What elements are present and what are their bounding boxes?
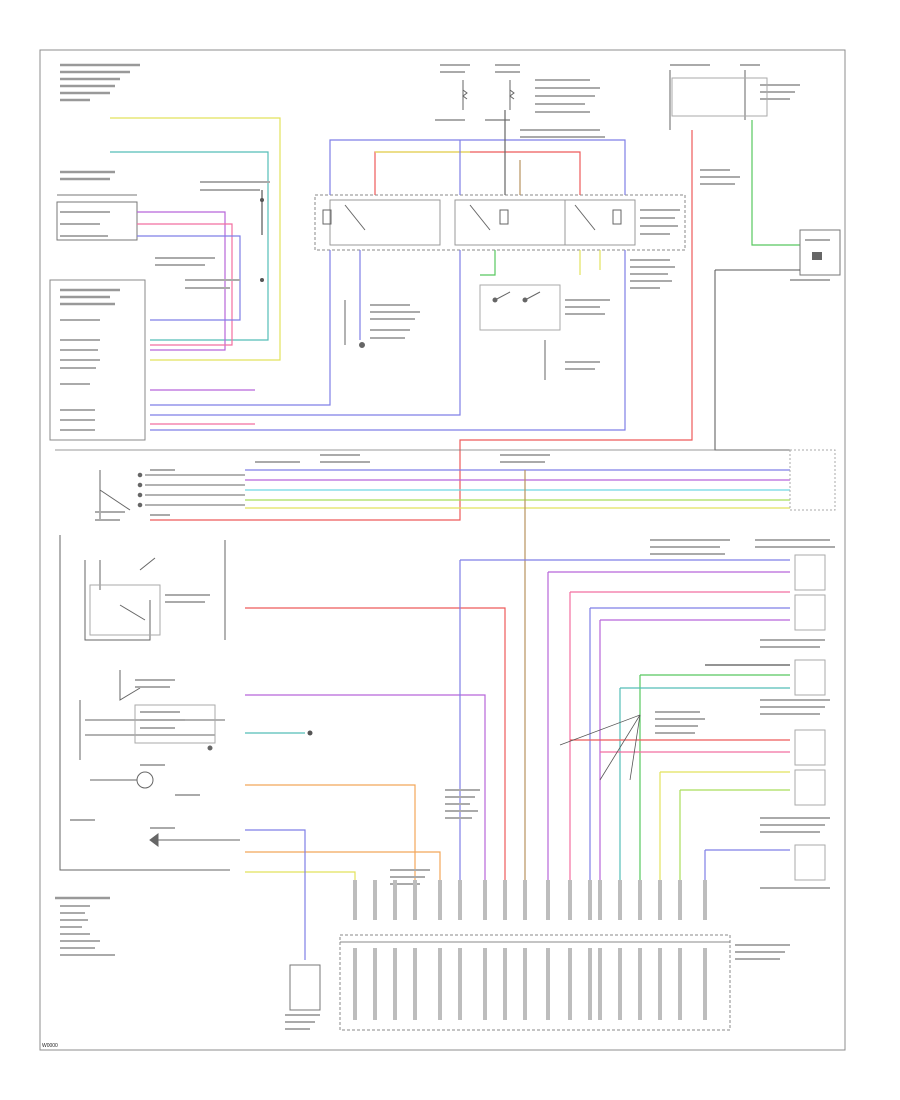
connector-pin-icon: [703, 880, 707, 920]
connector-pin-icon: [618, 880, 622, 920]
connector-pin-function-mark: [483, 948, 487, 1020]
diagram-footer-code: W0000: [42, 1043, 58, 1049]
connector-pin-icon: [678, 880, 682, 920]
relay-wires: [150, 110, 800, 521]
connector-pin-function-mark: [588, 948, 592, 1020]
connector-pin-icon: [413, 880, 417, 920]
left-module-block: [49, 279, 146, 441]
connector-pin-icon: [373, 880, 377, 920]
left-top-harness: [110, 117, 281, 361]
connector-pin-function-mark: [503, 948, 507, 1020]
left-selector-switch: [95, 469, 245, 521]
connector-pin-icon: [588, 880, 592, 920]
connector-pin-function-mark: [638, 948, 642, 1020]
lower-left-wires: [245, 470, 526, 960]
relay-coil-icon: [612, 209, 622, 225]
connector-pin-function-mark: [353, 948, 357, 1020]
right-top-component: [714, 229, 841, 451]
relay-box: [314, 194, 686, 251]
connector-pin-icon: [638, 880, 642, 920]
connector-pin-icon: [503, 880, 507, 920]
bottom-module-connector: [339, 789, 790, 1031]
connector-pin-icon: [353, 880, 357, 920]
middle-harness: [55, 449, 790, 509]
ground-symbol-icon: [207, 745, 213, 751]
connector-pin-function-mark: [618, 948, 622, 1020]
bottom-ground-component: [285, 964, 321, 1030]
diagram-frame: [39, 49, 846, 1051]
connector-pin-function-mark: [568, 948, 572, 1020]
connector-pin-function-mark: [678, 948, 682, 1020]
connector-pin-function-mark: [393, 948, 397, 1020]
connector-pin-icon: [458, 880, 462, 920]
connector-pin-function-mark: [438, 948, 442, 1020]
switch-contact-icon: [137, 502, 143, 508]
right-components: [650, 449, 836, 889]
left-lower-switches: [59, 535, 240, 871]
switch-contact-icon: [137, 482, 143, 488]
connector-pin-function-mark: [373, 948, 377, 1020]
legend-block: [55, 896, 115, 956]
connector-pin-function-mark: [598, 948, 602, 1020]
relay-coil-icon: [499, 209, 509, 225]
top-left-notes: [60, 63, 140, 102]
connector-pin-labels: [353, 880, 707, 1020]
connector-pin-function-mark: [703, 948, 707, 1020]
right-module-connectors: [460, 559, 790, 880]
connector-pin-function-mark: [458, 948, 462, 1020]
connector-pin-function-mark: [523, 948, 527, 1020]
switch-contact-icon: [137, 492, 143, 498]
connector-pin-icon: [393, 880, 397, 920]
air-suspension-compressor-block: [56, 170, 138, 241]
connector-pin-icon: [483, 880, 487, 920]
switch-contact-icon: [492, 297, 498, 303]
connector-pin-function-mark: [413, 948, 417, 1020]
switch-contact-icon: [522, 297, 528, 303]
connector-pin-icon: [598, 880, 602, 920]
connector-pin-icon: [546, 880, 550, 920]
connector-pin-icon: [438, 880, 442, 920]
connector-pin-icon: [568, 880, 572, 920]
lamp-icon: [136, 771, 154, 789]
connector-pin-function-mark: [658, 948, 662, 1020]
top-fuses: [435, 64, 800, 185]
connector-pin-icon: [523, 880, 527, 920]
connector-pin-icon: [658, 880, 662, 920]
ground-symbol-icon: [359, 342, 365, 348]
connector-pin-function-mark: [546, 948, 550, 1020]
switch-contact-icon: [137, 472, 143, 478]
middle-switch-block: [344, 259, 675, 380]
relay-coil-icon: [322, 209, 332, 225]
